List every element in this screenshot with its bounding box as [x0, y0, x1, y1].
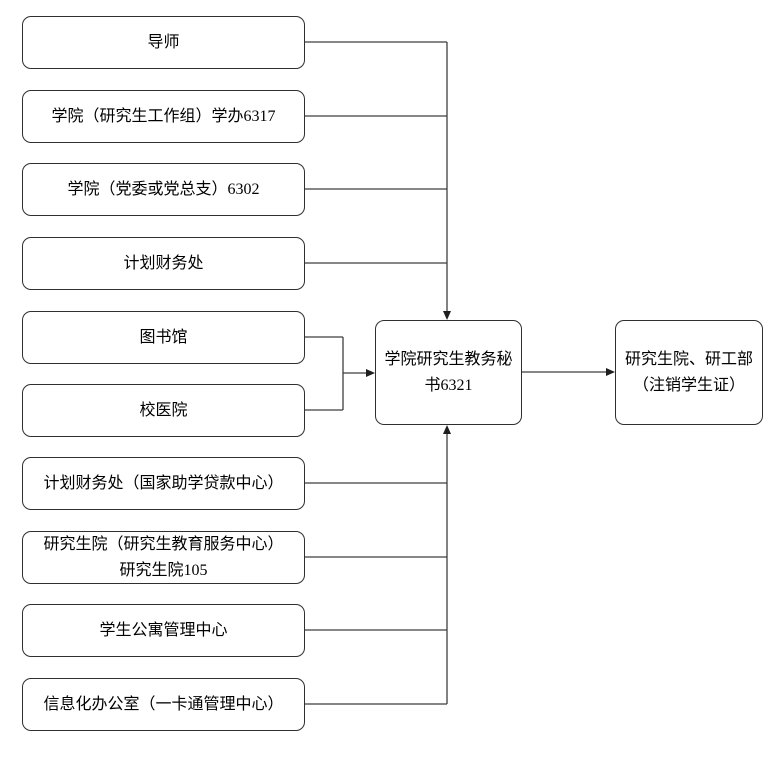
node-library: 图书馆 [22, 311, 305, 364]
node-grad-school-cancel-student-id: 研究生院、研工部 （注销学生证） [615, 320, 763, 425]
node-mentor: 导师 [22, 16, 305, 69]
node-college-grad-workgroup-6317: 学院（研究生工作组）学办6317 [22, 90, 305, 143]
node-grad-education-service-center-105: 研究生院（研究生教育服务中心） 研究生院105 [22, 531, 305, 584]
node-info-office-card-center: 信息化办公室（一卡通管理中心） [22, 678, 305, 731]
node-college-grad-secretary-6321: 学院研究生教务秘 书6321 [375, 320, 522, 425]
node-school-hospital: 校医院 [22, 384, 305, 437]
node-national-loan-center: 计划财务处（国家助学贷款中心） [22, 457, 305, 510]
node-planning-finance: 计划财务处 [22, 237, 305, 290]
node-college-party-6302: 学院（党委或党总支）6302 [22, 163, 305, 216]
node-student-dorm-center: 学生公寓管理中心 [22, 604, 305, 657]
